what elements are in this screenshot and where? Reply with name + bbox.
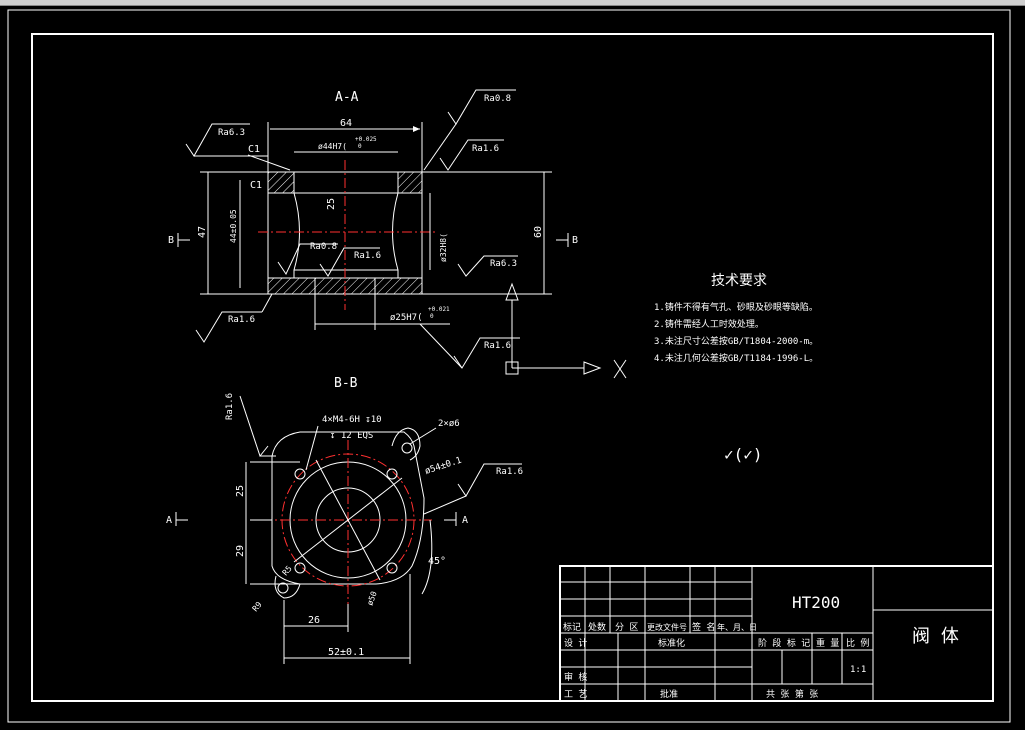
tb-material: HT200: [792, 593, 840, 612]
svg-text:Ra1.6: Ra1.6: [354, 251, 381, 261]
tb-header: 标记: [563, 621, 581, 633]
tb-standardize: 标准化: [658, 637, 685, 649]
tb-scale: 1:1: [850, 665, 866, 675]
dim-right-height: 60: [533, 226, 544, 238]
general-roughness: ✓(✓): [724, 445, 763, 464]
dim-bottom-outer: 52±0.1: [328, 647, 364, 658]
dim-angle: 45°: [428, 556, 446, 567]
dim-bottom-inner: 26: [308, 615, 320, 626]
tb-stage-label: 阶 段 标 记: [758, 637, 810, 649]
drawing-frame: [31, 33, 994, 702]
tb-row-label: 工 艺: [564, 689, 587, 700]
dim-bottom-tol: +0.021: [428, 306, 450, 313]
dim-r9: R9: [251, 600, 264, 613]
section-bb: B-B 25 29 26 52±0.1: [166, 376, 523, 664]
roughness-symbol: Ra1.6: [225, 393, 276, 458]
tech-req-item: 2.铸件需经人工时效处理。: [654, 318, 764, 330]
tech-requirements: 技术要求 1.铸件不得有气孔、砂眼及砂眼等缺陷。 2.铸件需经人工时效处理。 3…: [654, 273, 818, 464]
dim-bore-top-tol0: 0: [358, 143, 362, 150]
roughness-symbol: Ra1.6: [319, 247, 381, 277]
section-bb-title: B-B: [334, 376, 358, 391]
chamfer-left: C1: [250, 180, 262, 191]
tb-row-label: 审 核: [564, 671, 587, 683]
tb-part-name: 阀 体: [912, 626, 959, 647]
dim-bore-top: ø44H7(: [318, 142, 347, 151]
roughness-symbol: Ra6.3: [457, 255, 518, 277]
dim-left-bottom: 29: [235, 545, 246, 557]
roughness-symbol: Ra6.3: [185, 123, 268, 157]
tb-header: 处数: [588, 621, 606, 633]
svg-text:Ra0.8: Ra0.8: [310, 242, 337, 252]
dim-r5: R5: [281, 564, 294, 577]
tb-scale-label: 比 例: [846, 637, 869, 649]
section-mark-a-left: A: [166, 515, 172, 526]
svg-text:Ra6.3: Ra6.3: [218, 128, 245, 138]
svg-text:Ra1.6: Ra1.6: [228, 315, 255, 325]
roughness-symbol: Ra0.8: [423, 89, 516, 171]
tech-req-item: 3.未注尺寸公差按GB/T1804-2000-m。: [654, 335, 818, 347]
tb-sheets-label: 共 张 第 张: [766, 688, 818, 700]
dim-bottom-bore: ø25H7(: [390, 313, 423, 323]
svg-text:Ra0.8: Ra0.8: [484, 94, 511, 104]
dim-bottom-tol0: 0: [430, 313, 434, 320]
dim-left-outer: 47: [197, 226, 208, 238]
thread-note-1: 4×M4-6H ↧10: [322, 415, 382, 425]
svg-text:Ra1.6: Ra1.6: [496, 467, 523, 477]
roughness-symbol: Ra1.6: [195, 293, 273, 343]
dim-width: 64: [340, 118, 352, 129]
tb-weight-label: 重 量: [816, 637, 839, 649]
dim-d50: ø50: [365, 590, 378, 607]
title-block: 标记 处数 分 区 更改文件号 签 名 年、月、日 设 计 审 核 工 艺 标准…: [559, 565, 994, 702]
tb-header: 签 名: [692, 621, 715, 633]
section-mark-b-left: B: [168, 235, 174, 246]
dim-right-bore: ø32H8(: [439, 233, 448, 262]
tb-header: 分 区: [615, 622, 638, 633]
tech-req-item: 4.未注几何公差按GB/T1184-1996-L。: [654, 352, 818, 364]
tb-header: 年、月、日: [717, 622, 757, 632]
tb-approve: 批准: [660, 688, 678, 700]
tech-req-title: 技术要求: [711, 273, 767, 289]
roughness-symbol: Ra1.6: [439, 139, 504, 171]
svg-text:Ra1.6: Ra1.6: [472, 144, 499, 154]
roughness-symbol: Ra1.6: [423, 463, 523, 515]
section-mark-b-right: B: [572, 235, 578, 246]
dim-bore-top-tol: +0.025: [355, 136, 377, 143]
hole-note: 2×ø6: [438, 419, 460, 429]
svg-text:Ra1.6: Ra1.6: [225, 393, 235, 420]
ucs-icon: [505, 282, 627, 379]
section-aa: A-A 64 ø44H7( +0.025 0 C1 C1: [168, 89, 627, 379]
dim-left-top: 25: [235, 485, 246, 497]
roughness-symbol: Ra0.8: [277, 242, 338, 276]
section-aa-title: A-A: [335, 90, 359, 105]
tb-row-label: 设 计: [564, 637, 587, 649]
roughness-symbol: Ra1.6: [419, 323, 520, 369]
sheet-border: [7, 9, 1011, 723]
chamfer-top: C1: [248, 144, 260, 155]
thread-note-2: ↧ 12 EQS: [330, 431, 373, 441]
svg-text:Ra6.3: Ra6.3: [490, 259, 517, 269]
tb-header: 更改文件号: [647, 622, 687, 632]
dim-circle: ø54±0.1: [424, 456, 463, 477]
dim-left-bore: 44±0.05: [229, 209, 238, 243]
window-top-bar: [0, 0, 1025, 6]
svg-text:Ra1.6: Ra1.6: [484, 341, 511, 351]
section-mark-a-right: A: [462, 515, 468, 526]
dim-height-inner: 25: [326, 198, 337, 210]
tech-req-item: 1.铸件不得有气孔、砂眼及砂眼等缺陷。: [654, 301, 818, 313]
